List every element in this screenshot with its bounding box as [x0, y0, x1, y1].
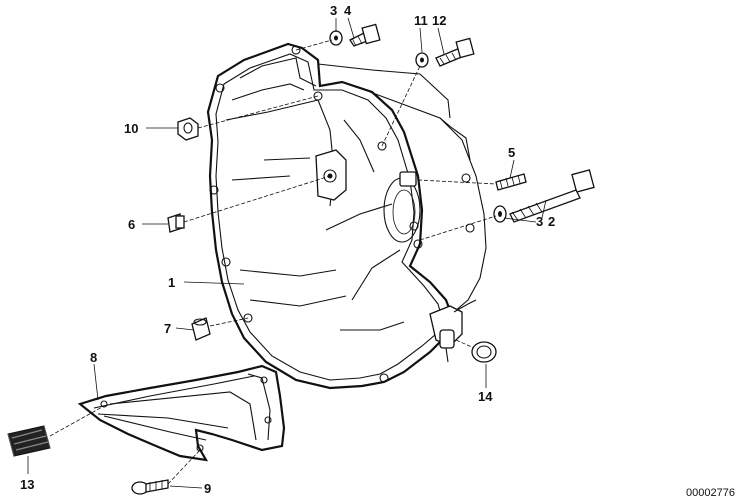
callout-9: 9 — [204, 481, 211, 496]
callout-8: 8 — [90, 350, 97, 365]
part-4-bolt — [349, 23, 381, 47]
callout-12: 12 — [432, 13, 446, 28]
callout-10: 10 — [124, 121, 138, 136]
part-10-nut — [177, 117, 199, 141]
callout-3-right: 3 — [536, 214, 543, 229]
part-14-plug — [471, 341, 497, 363]
part-11-washer — [415, 52, 429, 68]
callout-4: 4 — [344, 3, 352, 18]
callout-7: 7 — [164, 321, 171, 336]
part-3-washer-top — [329, 30, 343, 46]
leader-lines — [27, 17, 547, 489]
callout-3-top: 3 — [330, 3, 337, 18]
bell-housing — [206, 42, 487, 390]
part-12-bolt — [435, 37, 475, 67]
callout-14: 14 — [478, 389, 493, 404]
part-7-sleeve — [191, 317, 211, 341]
part-3-washer-right — [493, 205, 507, 223]
part-9-screw — [131, 479, 169, 495]
callout-labels: 1 2 3 3 4 5 6 7 8 9 10 11 12 13 14 — [20, 3, 555, 496]
part-6-plug — [167, 213, 185, 233]
document-number: 00002776 — [686, 487, 735, 499]
callout-13: 13 — [20, 477, 34, 492]
part-13-rubber-buffer — [7, 425, 51, 457]
callout-1: 1 — [168, 275, 175, 290]
callout-6: 6 — [128, 217, 135, 232]
callout-11: 11 — [414, 13, 428, 28]
part-5-stud — [495, 173, 527, 191]
cover-plate — [77, 364, 286, 462]
callout-2: 2 — [548, 214, 555, 229]
callout-5: 5 — [508, 145, 515, 160]
